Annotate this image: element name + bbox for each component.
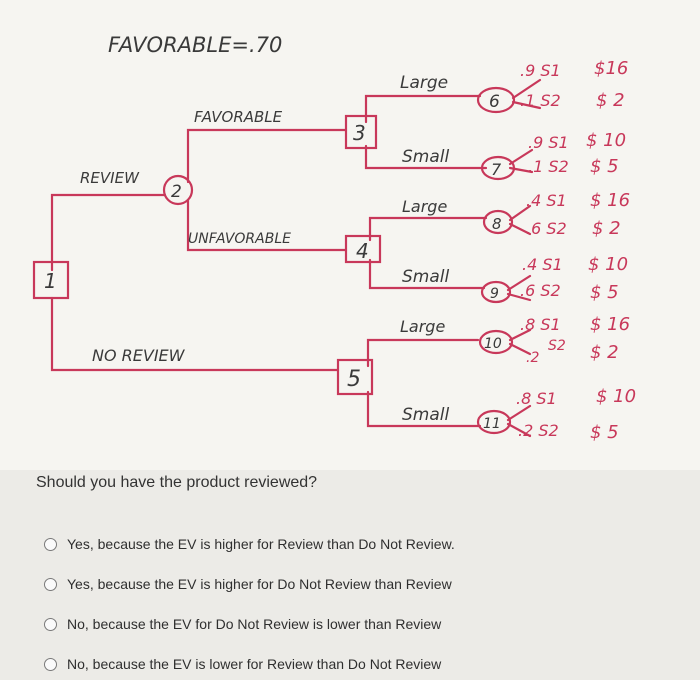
node-1-square [32,260,70,300]
radio-button[interactable] [44,577,57,591]
node-3-square [344,114,378,150]
node-11-circle [476,409,512,435]
outcome-9-s2: .6 S2 [520,281,561,300]
payoff-8-s1: $ 16 [590,190,630,211]
label-no-review: NO REVIEW [92,346,186,365]
node-2-label: 2 [171,182,182,202]
payoff-7-s1: $ 10 [586,130,626,151]
node-1-label: 1 [44,269,57,293]
node-5-square [336,358,374,396]
payoff-10-s2: $ 2 [590,342,619,363]
answer-option-2[interactable]: Yes, because the EV is higher for Do Not… [44,576,452,592]
node-9-circle [480,280,512,304]
label-favorable: FAVORABLE [194,108,283,126]
radio-button[interactable] [44,657,57,671]
node-10-label: 10 [484,336,502,352]
outcome-9-s1: .4 S1 [522,255,563,274]
label-4-small: Small [402,267,449,287]
payoff-9-s1: $ 10 [588,254,628,275]
node-3-label: 3 [353,121,366,145]
answer-option-label: No, because the EV is lower for Review t… [67,656,442,672]
outcome-6-s2: .1 S2 [520,91,561,110]
label-unfavorable: UNFAVORABLE [188,231,291,247]
outcome-10-s2: S2 [548,338,566,354]
label-5-small: Small [402,405,449,425]
node-5-label: 5 [347,367,361,392]
node-6-label: 6 [489,92,500,112]
decision-tree-photo: FAVORABLE=.70 REVIEW NO REVIEW FAVORABLE… [32,33,637,443]
payoff-6-s2: $ 2 [596,90,625,111]
answer-option-3[interactable]: No, because the EV for Do Not Review is … [44,616,441,632]
branch-unfavorable [186,198,348,252]
payoff-11-s1: $ 10 [596,386,636,407]
branch-5-small [366,390,482,428]
branch-4-large [368,216,488,242]
payoff-10-s1: $ 16 [590,314,630,335]
radio-button[interactable] [44,617,57,631]
branch-3-small [364,144,488,170]
outcome-11-s2: .2 S2 [518,421,559,440]
outcome-8-s2: .6 S2 [526,219,567,238]
question-text: Should you have the product reviewed? [36,474,318,491]
branch-review [50,193,167,272]
node-7-label: 7 [491,160,502,179]
answer-option-label: No, because the EV for Do Not Review is … [67,616,442,632]
outcome-7-s2: .1 S2 [528,157,569,176]
node-4-label: 4 [356,239,369,263]
label-3-large: Large [400,73,448,93]
node-8-circle [482,209,514,235]
outcome-8-s1: .4 S1 [526,191,567,210]
label-review: REVIEW [80,169,140,187]
payoff-6-s1: $16 [594,58,628,79]
outcome-10-s1: .8 S1 [520,315,561,334]
branch-favorable [186,128,348,184]
header-favorable-prob: FAVORABLE=.70 [108,33,282,57]
outcome-6-s1: .9 S1 [520,61,561,80]
answer-option-4[interactable]: No, because the EV is lower for Review t… [44,656,441,672]
node-8-label: 8 [492,215,502,233]
payoff-9-s2: $ 5 [590,282,619,303]
node-7-circle [480,155,516,181]
branch-3-large [364,94,482,124]
node-11-label: 11 [483,416,501,432]
node-9-label: 9 [490,286,499,302]
decision-tree-diagram: FAVORABLE=.70 REVIEW NO REVIEW FAVORABLE… [32,33,636,443]
radio-button[interactable] [44,537,57,551]
outcome-7-s1: .9 S1 [528,133,569,152]
branch-4-small [368,258,486,290]
label-3-small: Small [402,147,449,167]
label-5-large: Large [400,317,445,336]
branch-5-large [366,338,480,368]
node-4-square [344,234,382,264]
outcome-10-prob2: .2 [526,350,539,366]
node-10-circle [478,329,514,355]
node-6-circle [476,86,516,114]
payoff-11-s2: $ 5 [590,422,619,443]
label-4-large: Large [402,197,447,216]
answer-option-label: Yes, because the EV is higher for Do Not… [67,576,452,592]
payoff-7-s2: $ 5 [590,156,619,177]
answer-option-1[interactable]: Yes, because the EV is higher for Review… [44,536,455,552]
branch-no-review [50,296,340,372]
answer-option-label: Yes, because the EV is higher for Review… [67,536,455,552]
payoff-8-s2: $ 2 [592,218,621,239]
outcome-11-s1: .8 S1 [516,389,557,408]
node-2-circle [162,174,194,206]
